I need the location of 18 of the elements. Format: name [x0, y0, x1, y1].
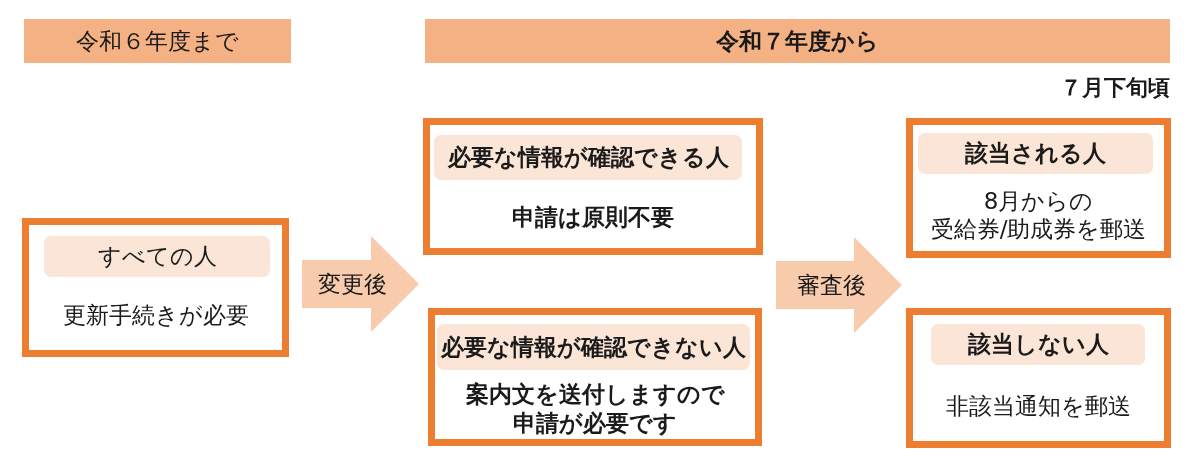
date-note: ７月下旬頃 [1060, 74, 1170, 102]
group-heading: 該当される人 [918, 133, 1153, 174]
description-text: 非該当通知を郵送 [945, 392, 1132, 420]
period-banner: 令和６年度まで [24, 19, 291, 63]
info-panel [423, 118, 763, 255]
group-heading: 必要な情報が確認できない人 [437, 324, 750, 370]
info-panel [22, 218, 289, 357]
group-heading: 該当しない人 [931, 324, 1145, 365]
description-text: 8月からの受給券/助成券を郵送 [929, 187, 1148, 243]
group-heading: 必要な情報が確認できる人 [434, 135, 742, 180]
group-heading: すべての人 [44, 236, 270, 277]
description-text: 更新手続きが必要 [61, 301, 250, 329]
info-panel [906, 118, 1171, 258]
info-panel [428, 308, 762, 446]
info-panel [906, 308, 1171, 448]
description-text: 申請は原則不要 [511, 203, 675, 231]
description-text: 案内文を送付しますので申請が必要です [464, 380, 726, 438]
period-banner: 令和７年度から [425, 19, 1170, 63]
